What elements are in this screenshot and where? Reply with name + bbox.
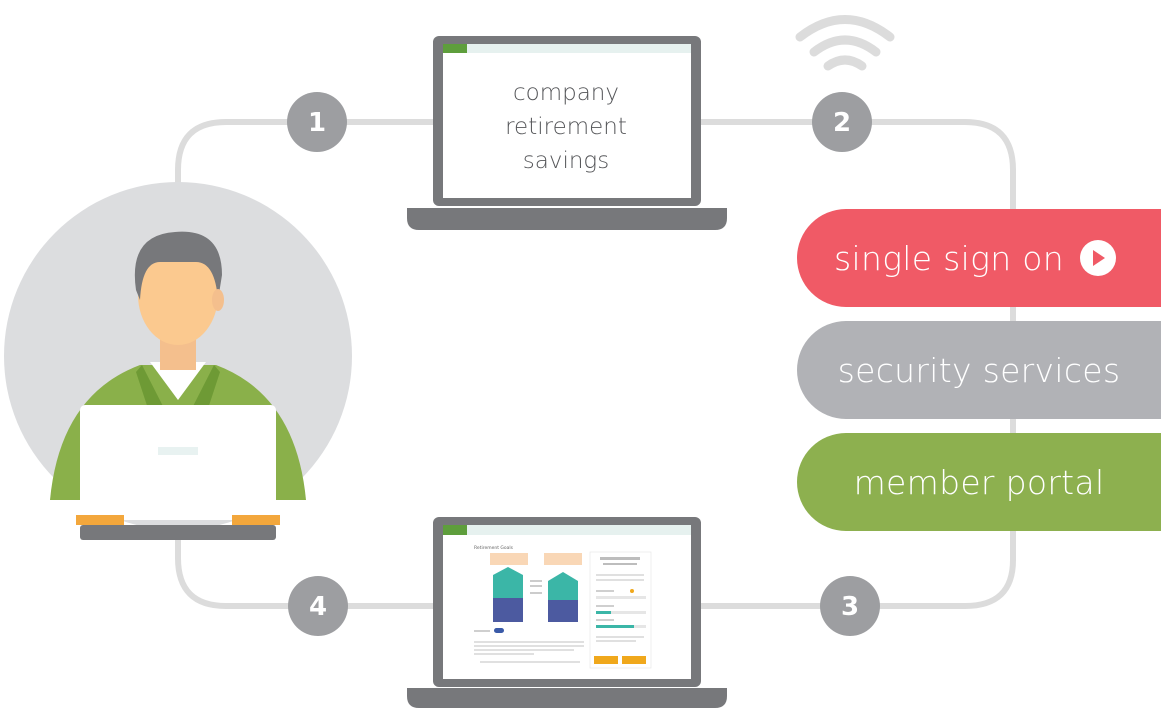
- screen-top-bar: [443, 44, 691, 53]
- user-face: [138, 245, 218, 345]
- portal-screenshot: Retirement Goals: [474, 545, 652, 669]
- step-4-badge: 4: [288, 576, 348, 636]
- portal-title: Retirement Goals: [474, 545, 514, 551]
- user-laptop-logo: [158, 447, 198, 455]
- laptop-base: [407, 688, 727, 708]
- laptop-text-line-2: retirement: [505, 114, 627, 140]
- security-services-pill: security services: [797, 321, 1161, 419]
- step-3-badge: 3: [820, 576, 880, 636]
- wifi-icon: [795, 15, 895, 71]
- member-portal-label: member portal: [853, 462, 1105, 502]
- screen-accent: [443, 525, 467, 535]
- step-3-number: 3: [841, 592, 859, 622]
- laptop-base: [407, 208, 727, 230]
- user-hair: [134, 231, 222, 300]
- user-laptop-base: [80, 525, 276, 540]
- bottom-laptop: Retirement Goals: [407, 517, 727, 708]
- screen-accent: [443, 44, 467, 53]
- laptop-text-line-3: savings: [522, 148, 610, 174]
- play-icon[interactable]: [1079, 240, 1116, 276]
- step-2-badge: 2: [812, 92, 872, 152]
- single-sign-on-button[interactable]: single sign on: [797, 209, 1161, 307]
- top-laptop: [407, 36, 727, 230]
- step-4-number: 4: [309, 592, 327, 622]
- screen-top-bar: [443, 525, 691, 535]
- step-2-number: 2: [833, 108, 851, 138]
- member-portal-pill: member portal: [797, 433, 1161, 531]
- user-hand-right: [232, 515, 280, 525]
- company-retirement-savings-label: company retirement savings: [441, 76, 691, 178]
- single-sign-on-label: single sign on: [834, 238, 1064, 278]
- connector-step4-to-user: [175, 527, 291, 609]
- user-avatar: [4, 182, 352, 540]
- security-services-label: security services: [837, 350, 1121, 390]
- step-1-number: 1: [308, 108, 326, 138]
- step-1-badge: 1: [287, 92, 347, 152]
- connector-user-to-step1: [175, 119, 291, 231]
- user-hand-left: [76, 515, 124, 525]
- laptop-screen: [443, 44, 691, 198]
- laptop-text-line-1: company: [512, 80, 619, 106]
- user-ear: [212, 289, 224, 311]
- user-shirt-collar: [150, 362, 206, 400]
- user-laptop: [80, 405, 276, 520]
